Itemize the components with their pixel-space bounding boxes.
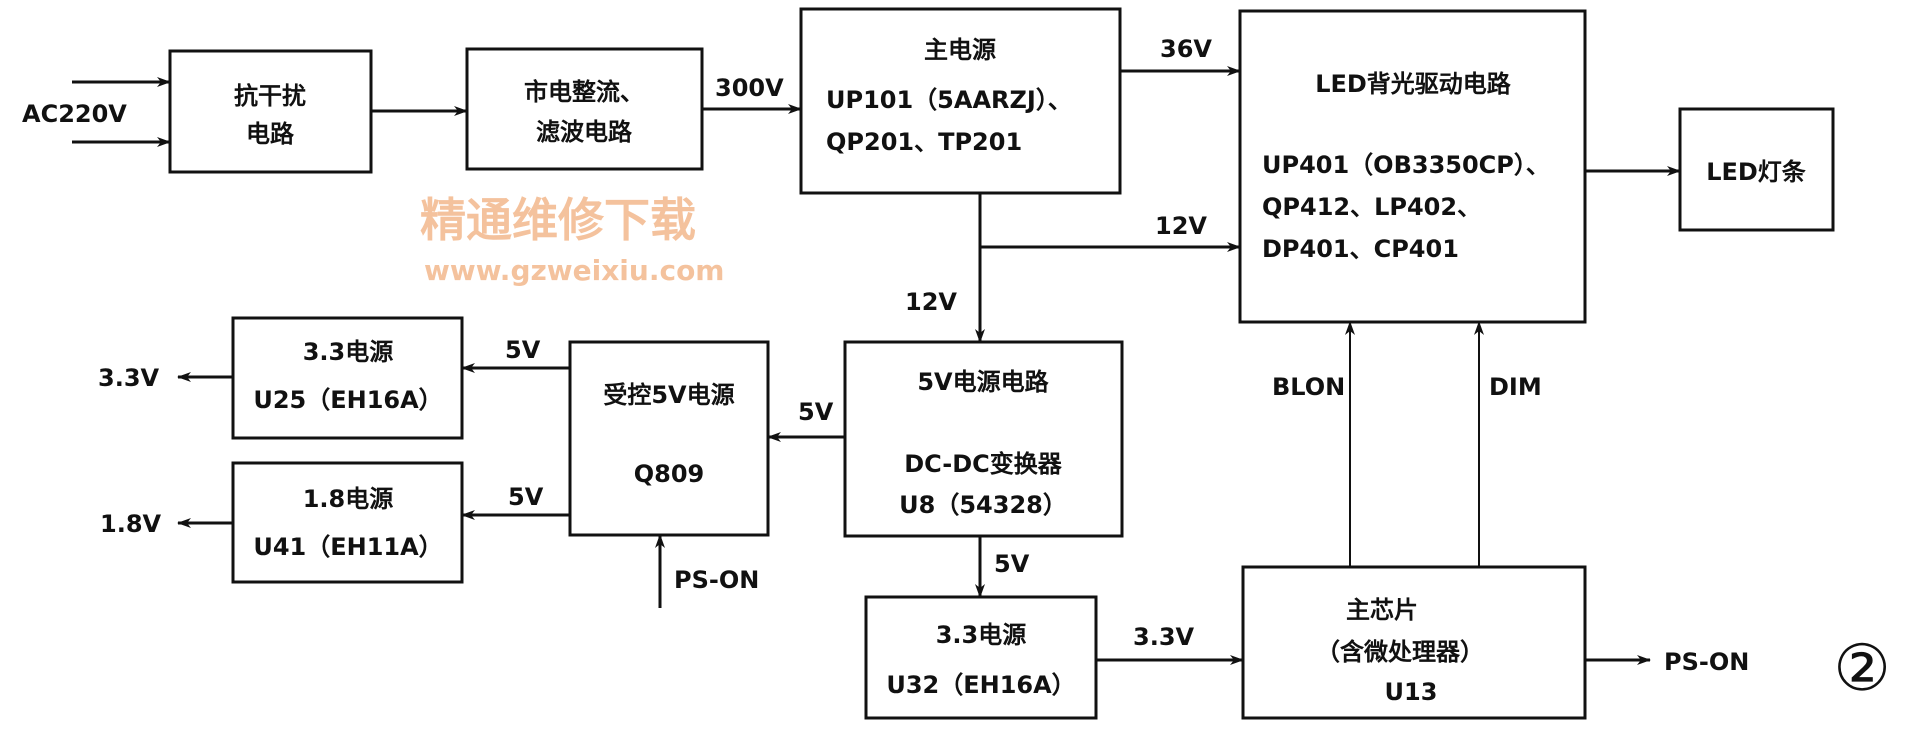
emi-line-2: 电路	[246, 120, 295, 148]
watermark-url: www.gzweixiu.com	[424, 254, 724, 287]
led-driver-line-2: UP401（OB3350CP）、	[1262, 151, 1550, 179]
switched-5v-title: 受控5V电源	[603, 381, 734, 409]
ac-input-label: AC220V	[22, 100, 127, 128]
main-power-line-2: UP101（5AARZJ）、	[826, 86, 1072, 114]
u25-part: U25（EH16A）	[253, 386, 442, 414]
u41-part: U41（EH11A）	[253, 533, 442, 561]
led-driver-line-3: QP412、LP402、	[1262, 193, 1481, 221]
led-driver-line-4: DP401、CP401	[1262, 235, 1459, 263]
label-5v-to-switched: 5V	[798, 398, 834, 426]
u32-title: 3.3电源	[936, 621, 1027, 649]
dcdc-line-3: U8（54328）	[899, 491, 1067, 519]
block-led-driver: LED背光驱动电路 UP401（OB3350CP）、 QP412、LP402、 …	[1238, 9, 1587, 324]
u41-title: 1.8电源	[303, 485, 394, 513]
label-5v-to-u41: 5V	[508, 483, 544, 511]
label-blon: BLON	[1272, 373, 1345, 401]
label-300v: 300V	[715, 74, 784, 102]
label-12v-down: 12V	[905, 288, 957, 316]
label-36v: 36V	[1160, 35, 1212, 63]
main-power-title: 主电源	[924, 36, 996, 64]
led-strip-label: LED灯条	[1706, 158, 1807, 186]
block-dcdc: 5V电源电路 DC-DC变换器 U8（54328）	[843, 340, 1124, 538]
label-out-1v8: 1.8V	[100, 510, 162, 538]
label-dim: DIM	[1489, 373, 1542, 401]
label-5v-down: 5V	[994, 550, 1030, 578]
block-1v8-u41: 1.8电源 U41（EH11A）	[231, 461, 464, 584]
label-out-3v3: 3.3V	[98, 364, 160, 392]
block-emi-filter: 抗干扰 电路	[168, 49, 373, 174]
rectifier-line-1: 市电整流、	[524, 78, 644, 106]
emi-line-1: 抗干扰	[234, 82, 306, 110]
main-chip-line-3: U13	[1385, 678, 1438, 706]
block-main-chip: 主芯片 （含微处理器） U13	[1241, 565, 1587, 720]
block-3v3-u32: 3.3电源 U32（EH16A）	[864, 595, 1098, 720]
block-switched-5v: 受控5V电源 Q809	[568, 340, 770, 537]
block-led-strip: LED灯条	[1678, 107, 1835, 232]
label-ps-on-out: PS-ON	[1664, 648, 1749, 676]
figure-number: ②	[1833, 632, 1890, 706]
label-3v3-to-chip: 3.3V	[1133, 623, 1195, 651]
block-rectifier: 市电整流、 滤波电路	[465, 47, 704, 171]
label-ps-on-in: PS-ON	[674, 566, 759, 594]
led-driver-title: LED背光驱动电路	[1315, 70, 1512, 98]
label-5v-to-u25: 5V	[505, 336, 541, 364]
main-chip-title: 主芯片	[1346, 596, 1418, 624]
dcdc-title: 5V电源电路	[917, 368, 1049, 396]
u25-title: 3.3电源	[303, 338, 394, 366]
block-3v3-u25: 3.3电源 U25（EH16A）	[231, 316, 464, 440]
label-12v-led: 12V	[1155, 212, 1207, 240]
main-power-line-3: QP201、TP201	[826, 128, 1022, 156]
block-main-power: 主电源 UP101（5AARZJ）、 QP201、TP201	[799, 7, 1122, 195]
dcdc-line-2: DC-DC变换器	[904, 450, 1063, 478]
u32-part: U32（EH16A）	[886, 671, 1075, 699]
watermark-text: 精通维修下载	[420, 193, 696, 247]
main-chip-line-2: （含微处理器）	[1316, 638, 1484, 666]
switched-5v-part: Q809	[634, 460, 705, 488]
rectifier-line-2: 滤波电路	[536, 118, 633, 146]
